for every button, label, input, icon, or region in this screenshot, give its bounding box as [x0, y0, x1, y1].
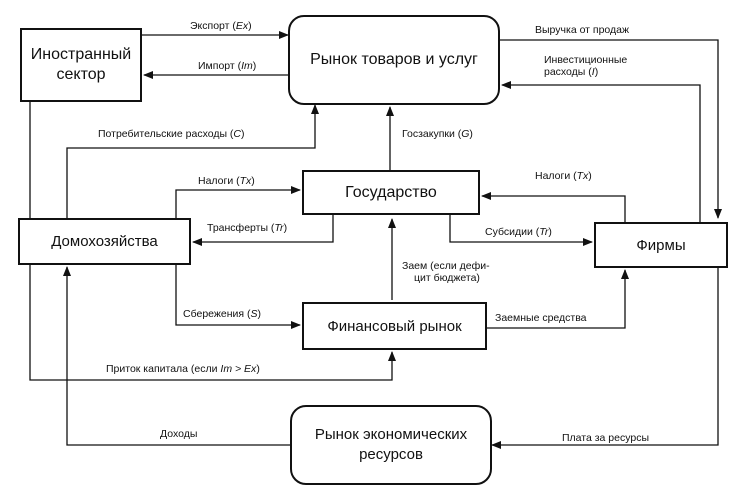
borrowed-funds-label: Заемные средства — [495, 312, 587, 324]
resource-payment-arrow — [491, 268, 719, 449]
households-label: Домохозяйства — [51, 233, 158, 250]
capital-inflow-label: Приток капитала (если Im > Ex) — [106, 363, 260, 375]
taxes-firms-arrow — [481, 192, 626, 222]
gov-purchases-label: Госзакупки (G) — [402, 128, 473, 140]
consumption-label: Потребительские расходы (C) — [98, 128, 245, 140]
import-label: Импорт (Im) — [198, 60, 257, 72]
incomes-label: Доходы — [160, 428, 198, 440]
sales-revenue-label: Выручка от продаж — [535, 24, 630, 36]
sales-revenue-arrow — [500, 39, 722, 219]
financial-market-label: Финансовый рынок — [327, 317, 462, 335]
firms-box: Фирмы — [594, 222, 728, 268]
transfers-arrow — [192, 215, 334, 246]
taxes-households-arrow — [175, 186, 301, 218]
incomes-arrow — [63, 266, 290, 446]
consumption-arrow — [66, 104, 319, 218]
taxes-households-label: Налоги (Tx) — [198, 175, 255, 187]
subsidies-arrow — [449, 215, 593, 246]
households-box: Домохозяйства — [18, 218, 191, 265]
resource-payment-label: Плата за ресурсы — [562, 432, 649, 444]
export-label: Экспорт (Ex) — [190, 20, 252, 32]
government-label: Государство — [345, 183, 437, 201]
goods-market-box: Рынок товаров и услуг — [288, 15, 500, 105]
firms-label: Фирмы — [636, 236, 686, 254]
loan-label: Заем (если дефи- цит бюджета) — [402, 260, 490, 284]
taxes-firms-label: Налоги (Tx) — [535, 170, 592, 182]
subsidies-label: Субсидии (Tr) — [485, 226, 552, 238]
goods-market-label: Рынок товаров и услуг — [310, 51, 478, 68]
resource-market-box: Рынок экономических ресурсов — [290, 405, 492, 485]
government-box: Государство — [302, 170, 480, 215]
investment-label: Инвестиционные расходы (I) — [544, 54, 628, 78]
transfers-label: Трансферты (Tr) — [207, 222, 288, 234]
savings-arrow — [175, 265, 301, 329]
resource-market-label: Рынок экономических ресурсов — [314, 426, 468, 463]
financial-market-box: Финансовый рынок — [302, 302, 487, 350]
foreign-sector-box: Иностранный сектор — [20, 28, 142, 102]
borrowed-funds-arrow — [487, 269, 629, 329]
foreign-sector-label: Иностранный сектор — [30, 46, 132, 83]
investment-arrow — [501, 81, 701, 222]
savings-label: Сбережения (S) — [183, 308, 262, 320]
